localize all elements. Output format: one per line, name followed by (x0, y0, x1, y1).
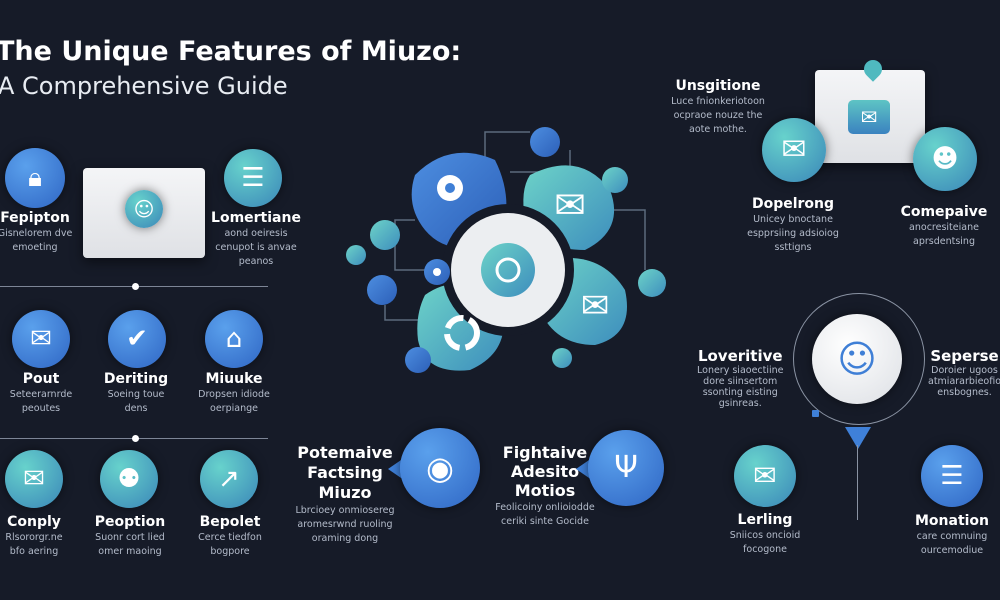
document-icon: ☰ (921, 445, 983, 507)
envelope-chat-icon: ✉ (5, 450, 63, 508)
lock-icon: 🔒︎ (5, 148, 65, 208)
ring-dot (812, 410, 819, 417)
phone-icon: ☰ (224, 149, 282, 207)
profile-card: ☺ (83, 168, 205, 258)
briefcase-mail-icon: ✉ (848, 100, 890, 134)
chart-icon: ↗ (200, 450, 258, 508)
vertical-line (857, 445, 858, 520)
pin-pointer (845, 427, 871, 449)
lamp-icon: ⚉ (100, 450, 158, 508)
divider-dot (132, 435, 139, 442)
ring-outline (793, 293, 925, 425)
envelope-icon: ✉ (12, 310, 70, 368)
target-icon: ◉ (400, 428, 480, 508)
avatar: ☺ (812, 314, 902, 404)
envelope-icon: ✉ (762, 118, 826, 182)
svg-text:✉: ✉ (581, 286, 610, 326)
trophy-icon: Ψ (588, 430, 664, 506)
svg-text:✉: ✉ (554, 183, 586, 227)
profile-icon: ☻ (913, 127, 977, 191)
message-card: ✉ (815, 70, 925, 163)
user-icon: ☺ (125, 190, 163, 228)
title: The Unique Features of Miuzo: (0, 36, 462, 67)
central-hub-graphic: ✉ ✉ (346, 127, 666, 373)
subtitle: A Comprehensive Guide (0, 72, 288, 100)
badge-check-icon: ✔ (108, 310, 166, 368)
envelope-edit-icon: ✉ (734, 445, 796, 507)
divider-dot (132, 283, 139, 290)
home-gear-icon: ⌂ (205, 310, 263, 368)
